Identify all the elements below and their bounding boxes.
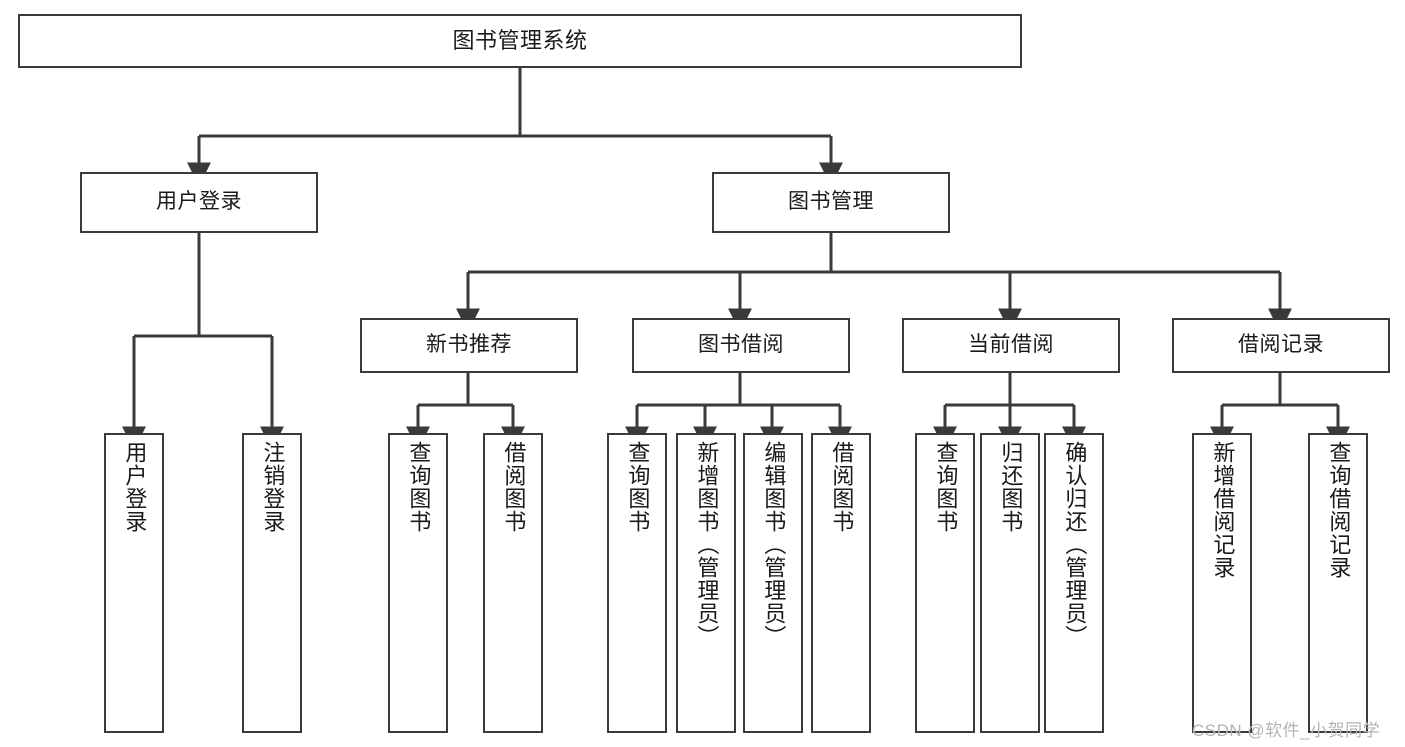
leaf-current-borrow-return-label: 归还图书	[998, 441, 1024, 533]
node-current-borrow[interactable]: 当前借阅	[902, 318, 1120, 373]
leaf-user-login-logout-label: 注销登录	[260, 441, 286, 533]
leaf-user-login-logout[interactable]: 注销登录	[242, 433, 302, 733]
leaf-new-book-borrow[interactable]: 借阅图书	[483, 433, 543, 733]
leaf-book-borrow-edit[interactable]: 编辑图书（管理员）	[743, 433, 803, 733]
leaf-current-borrow-confirm-label: 确认归还（管理员）	[1062, 441, 1088, 648]
node-book-management-label: 图书管理	[788, 190, 874, 214]
leaf-user-login-login-label: 用户登录	[122, 441, 148, 533]
leaf-borrow-record-add-label: 新增借阅记录	[1210, 441, 1236, 579]
node-root[interactable]: 图书管理系统	[18, 14, 1022, 68]
leaf-new-book-query[interactable]: 查询图书	[388, 433, 448, 733]
leaf-user-login-login[interactable]: 用户登录	[104, 433, 164, 733]
node-user-login-label: 用户登录	[156, 190, 242, 214]
leaf-book-borrow-edit-label: 编辑图书（管理员）	[761, 441, 787, 648]
leaf-new-book-query-label: 查询图书	[406, 441, 432, 533]
leaf-book-borrow-lend-label: 借阅图书	[829, 441, 855, 533]
leaf-current-borrow-query[interactable]: 查询图书	[915, 433, 975, 733]
node-book-borrow[interactable]: 图书借阅	[632, 318, 850, 373]
leaf-borrow-record-query-label: 查询借阅记录	[1326, 441, 1352, 579]
leaf-new-book-borrow-label: 借阅图书	[501, 441, 527, 533]
leaf-book-borrow-add[interactable]: 新增图书（管理员）	[676, 433, 736, 733]
csdn-watermark: CSDN @软件_小贺同学	[1192, 721, 1381, 740]
leaf-current-borrow-query-label: 查询图书	[933, 441, 959, 533]
node-user-login[interactable]: 用户登录	[80, 172, 318, 233]
leaf-current-borrow-return[interactable]: 归还图书	[980, 433, 1040, 733]
leaf-book-borrow-add-label: 新增图书（管理员）	[694, 441, 720, 648]
node-borrow-record-label: 借阅记录	[1238, 333, 1324, 357]
leaf-book-borrow-query[interactable]: 查询图书	[607, 433, 667, 733]
node-root-label: 图书管理系统	[452, 28, 588, 54]
leaf-book-borrow-lend[interactable]: 借阅图书	[811, 433, 871, 733]
leaf-borrow-record-query[interactable]: 查询借阅记录	[1308, 433, 1368, 733]
node-new-book-recommend[interactable]: 新书推荐	[360, 318, 578, 373]
node-borrow-record[interactable]: 借阅记录	[1172, 318, 1390, 373]
leaf-book-borrow-query-label: 查询图书	[625, 441, 651, 533]
node-book-borrow-label: 图书借阅	[698, 333, 784, 357]
node-new-book-recommend-label: 新书推荐	[426, 333, 512, 357]
leaf-current-borrow-confirm[interactable]: 确认归还（管理员）	[1044, 433, 1104, 733]
leaf-borrow-record-add[interactable]: 新增借阅记录	[1192, 433, 1252, 733]
node-current-borrow-label: 当前借阅	[968, 333, 1054, 357]
node-book-management[interactable]: 图书管理	[712, 172, 950, 233]
